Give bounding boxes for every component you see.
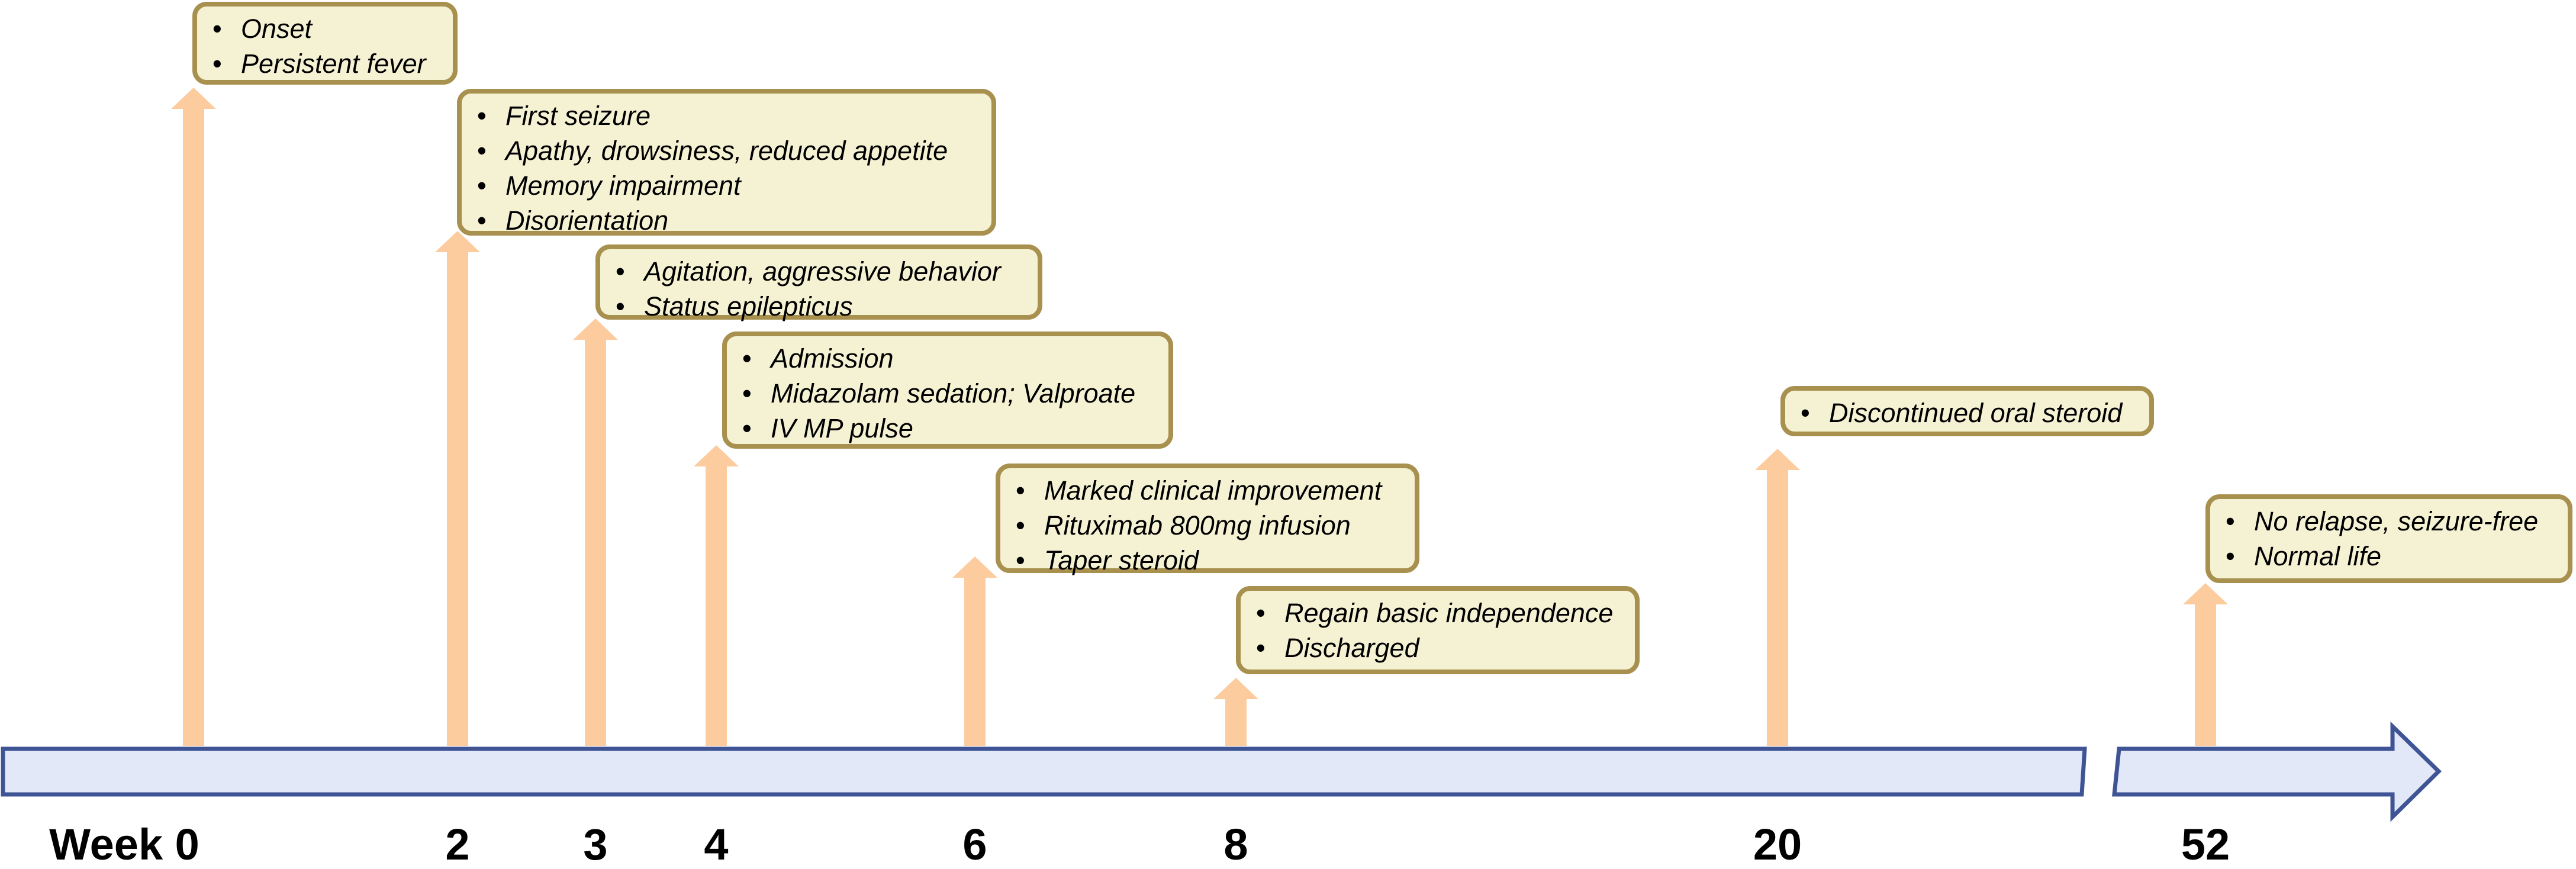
- week-label-4: 4: [704, 820, 729, 869]
- event-arrow-week-4: [694, 445, 739, 746]
- week-label-20: 20: [1753, 820, 1802, 869]
- event-item: Discharged: [1256, 630, 1621, 665]
- event-arrow-week-52: [2183, 583, 2228, 746]
- event-list: No relapse, seizure-freeNormal life: [2226, 504, 2554, 574]
- event-item: Admission: [742, 341, 1154, 376]
- event-list: First seizureApathy, drowsiness, reduced…: [477, 98, 977, 238]
- event-item: IV MP pulse: [742, 411, 1154, 446]
- event-list: Agitation, aggressive behaviorStatus epi…: [616, 254, 1023, 324]
- event-item: Onset: [212, 11, 439, 46]
- event-item: Agitation, aggressive behavior: [616, 254, 1023, 289]
- event-list: Discontinued oral steroid: [1801, 395, 2135, 430]
- event-arrow-week-3: [573, 318, 618, 746]
- event-item: Disorientation: [477, 203, 977, 238]
- event-arrow-week-8: [1213, 678, 1258, 746]
- event-arrow-week-2: [435, 231, 480, 746]
- event-item: Memory impairment: [477, 168, 977, 203]
- event-item: No relapse, seizure-free: [2226, 504, 2554, 539]
- event-item: Taper steroid: [1016, 543, 1400, 578]
- event-list: Marked clinical improvementRituximab 800…: [1016, 473, 1400, 578]
- event-arrows: [171, 88, 2228, 746]
- timeline-axis-bar: [1, 746, 2087, 797]
- week-label-2: 2: [445, 820, 470, 869]
- event-item: Normal life: [2226, 539, 2554, 574]
- week-label-6: 6: [962, 820, 987, 869]
- event-box-week-52: No relapse, seizure-freeNormal life: [2205, 494, 2572, 583]
- event-list: Regain basic independenceDischarged: [1256, 596, 1621, 665]
- event-box-week-6: Marked clinical improvementRituximab 800…: [996, 464, 1419, 578]
- event-item: First seizure: [477, 98, 977, 133]
- event-item: Rituximab 800mg infusion: [1016, 508, 1400, 543]
- event-item: Regain basic independence: [1256, 596, 1621, 630]
- event-box-week-8: Regain basic independenceDischarged: [1236, 586, 1640, 674]
- event-box-week-3: Agitation, aggressive behaviorStatus epi…: [595, 244, 1042, 324]
- event-box-week-2: First seizureApathy, drowsiness, reduced…: [457, 89, 996, 238]
- event-arrow-week-0: [171, 88, 216, 746]
- event-box-week-0: OnsetPersistent fever: [192, 2, 458, 85]
- week-label-8: 8: [1223, 820, 1248, 869]
- week-label-3: 3: [583, 820, 608, 869]
- event-item: Marked clinical improvement: [1016, 473, 1400, 508]
- event-list: OnsetPersistent fever: [212, 11, 439, 81]
- event-item: Persistent fever: [212, 46, 439, 81]
- week-label-52: 52: [2181, 820, 2230, 869]
- event-box-week-20: Discontinued oral steroid: [1780, 386, 2154, 436]
- event-arrow-week-20: [1755, 449, 1800, 746]
- week-label-0: Week 0: [49, 820, 199, 869]
- event-arrow-week-6: [952, 556, 997, 746]
- event-item: Apathy, drowsiness, reduced appetite: [477, 133, 977, 168]
- event-box-week-4: AdmissionMidazolam sedation; ValproateIV…: [722, 331, 1173, 449]
- timeline-axis-arrowhead: [2112, 721, 2442, 822]
- event-item: Status epilepticus: [616, 289, 1023, 324]
- event-list: AdmissionMidazolam sedation; ValproateIV…: [742, 341, 1154, 446]
- event-item: Midazolam sedation; Valproate: [742, 376, 1154, 411]
- event-item: Discontinued oral steroid: [1801, 395, 2135, 430]
